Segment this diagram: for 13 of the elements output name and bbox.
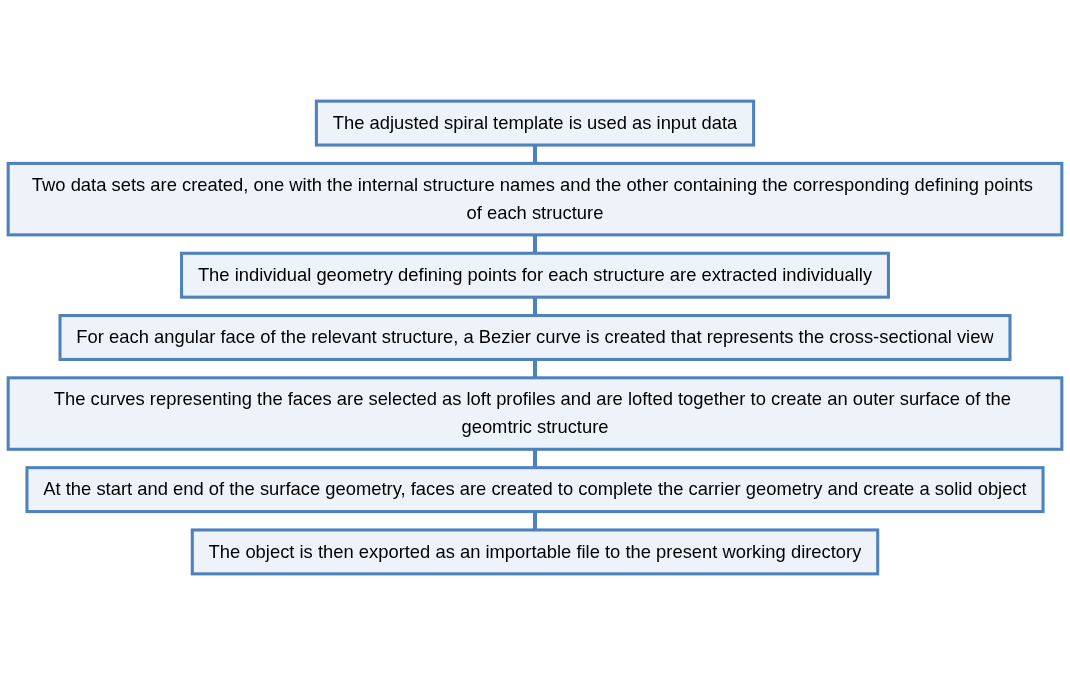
- node-box: The individual geometry defining points for each structure are extracted individually: [180, 251, 890, 299]
- node-box: The adjusted spiral template is used as input data: [314, 99, 756, 147]
- node-box: At the start and end of the surface geometry, faces are created to complete the carrier geometry and create a solid object: [25, 466, 1045, 514]
- node-box: The curves representing the faces are selected as loft profiles and are lofted together to create an outer surface of the geomtric structure: [6, 376, 1064, 451]
- node-box: The object is then exported as an importable file to the present working directory: [190, 528, 880, 576]
- connector: [532, 234, 538, 254]
- connector: [532, 145, 538, 164]
- connector: [532, 359, 538, 378]
- node-box: Two data sets are created, one with the internal structure names and the other containing the corresponding defining points of each structure: [6, 161, 1064, 237]
- connector: [532, 449, 538, 468]
- connector: [532, 297, 538, 316]
- connector: [532, 511, 538, 530]
- node-box: For each angular face of the relevant structure, a Bezier curve is created that represents the cross-sectional view: [58, 314, 1012, 361]
